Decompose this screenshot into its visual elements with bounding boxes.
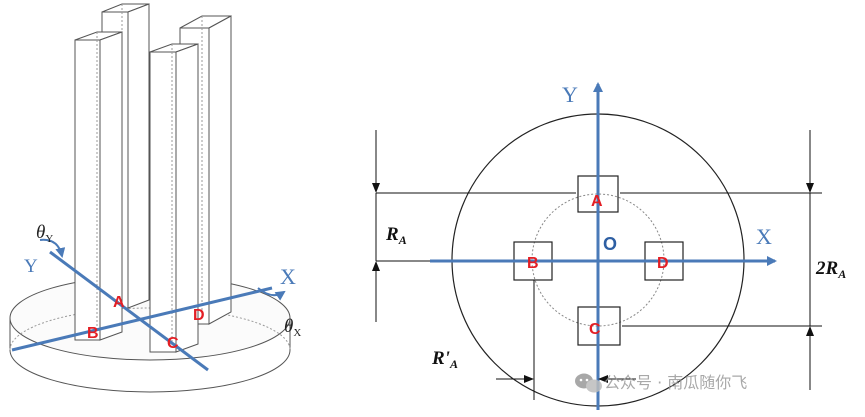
column-c: [149, 43, 199, 353]
watermark: 公众号 · 南瓜随你飞: [575, 373, 747, 393]
rpa-label: R'A: [431, 348, 458, 371]
ra-label: RA: [385, 224, 407, 247]
left-point-b: B: [87, 325, 99, 342]
right-point-a: A: [591, 193, 603, 210]
dim-rpa: [496, 280, 636, 400]
left-point-c: C: [167, 335, 179, 352]
right-point-d: D: [657, 255, 669, 272]
wechat-logo-icon: [575, 373, 602, 393]
right-axis-y-label: Y: [562, 82, 578, 107]
right-top-view: [372, 82, 822, 410]
left-point-d: D: [193, 307, 205, 324]
left-axis-x-label: X: [280, 264, 296, 289]
rot-y-arrow: [39, 238, 66, 258]
origin-label: O: [603, 234, 617, 254]
base-disk-side: [9, 318, 291, 393]
left-point-a: A: [113, 294, 125, 311]
2ra-label: 2RA: [815, 258, 846, 281]
left-axes: [11, 238, 286, 372]
dim-2ra: [620, 130, 822, 390]
left-3d-figure: [9, 3, 291, 393]
watermark-text: 公众号 · 南瓜随你飞: [604, 373, 747, 392]
right-axis-x-label: X: [756, 224, 772, 249]
column-b: [74, 31, 123, 341]
right-point-c: C: [589, 321, 601, 338]
rot-x-arrow: [257, 287, 286, 301]
left-y-axis: [49, 250, 209, 372]
left-axis-y-label: Y: [24, 256, 38, 277]
theta-y-label: θY: [36, 222, 53, 245]
right-point-b: B: [527, 255, 539, 272]
theta-x-label: θX: [284, 316, 301, 339]
dim-ra: [372, 130, 576, 322]
